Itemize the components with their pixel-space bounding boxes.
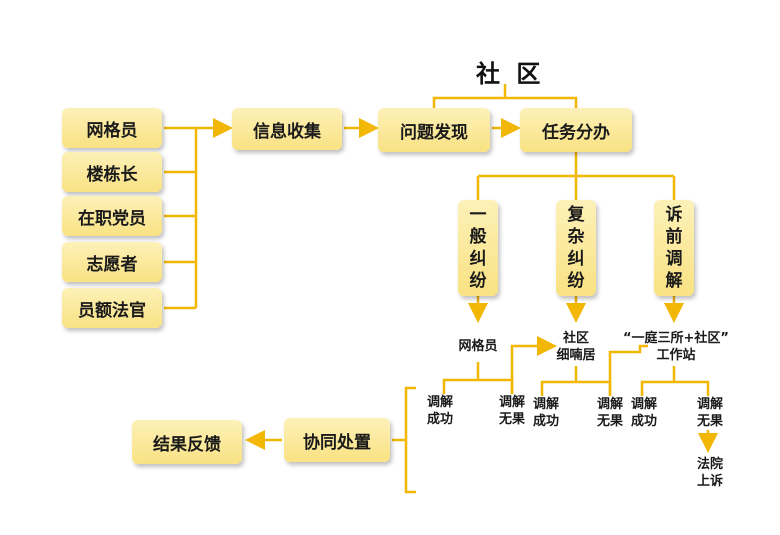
branch-label-char: 一 (469, 205, 487, 225)
handler-community-line2: 细喃居 (556, 348, 596, 363)
branch-label-char: 诉 (665, 205, 683, 225)
task-dispatch-box: 任务分办 (520, 108, 632, 152)
source-party-member: 在职党员 (62, 196, 162, 236)
info-collection-box: 信息收集 (232, 108, 342, 150)
branch-label-char: 调 (665, 249, 683, 269)
handler-workstation-line2: 工作站 (656, 348, 696, 363)
outcome-success-1: 调解成功 (426, 395, 453, 427)
branch-label-char: 纠 (469, 249, 487, 269)
outcome-fail-1: 调解无果 (498, 395, 525, 427)
outcome-fail-2: 调解无果 (596, 397, 623, 429)
coordinated-handling-box: 协同处置 (284, 418, 390, 462)
outcome-success-2: 调解成功 (532, 397, 559, 429)
source-judge: 员额法官 (62, 288, 162, 328)
outcome-court-appeal: 法院上诉 (696, 457, 723, 489)
branch-general-dispute: 一般纠纷 (458, 200, 498, 296)
handler-workstation-line1: “一庭三所+社区” (623, 331, 729, 346)
problem-discovery-box: 问题发现 (378, 108, 490, 152)
outcome-success-3: 调解成功 (630, 397, 657, 429)
branch-label-char: 般 (469, 227, 487, 247)
branch-complex-dispute: 复杂纠纷 (556, 200, 596, 296)
branch-label-char: 解 (665, 271, 683, 291)
handler-community-line1: 社区 (562, 331, 589, 346)
handler-workstation: “一庭三所+社区” 工作站 (612, 330, 740, 364)
handler-grid-member: 网格员 (458, 339, 498, 354)
source-volunteer: 志愿者 (62, 242, 162, 282)
source-building-head: 楼栋长 (62, 152, 162, 192)
branch-label-char: 纷 (469, 271, 487, 291)
handler-community: 社区 细喃居 (546, 330, 606, 364)
outcome-fail-3: 调解无果 (696, 397, 723, 429)
branch-label-char: 杂 (567, 227, 585, 247)
branch-label-char: 前 (665, 227, 683, 247)
branch-label-char: 纠 (567, 249, 585, 269)
branch-pre-litigation: 诉前调解 (654, 200, 694, 296)
community-title: 社 区 (476, 60, 545, 88)
branch-label-char: 纷 (567, 271, 585, 291)
branch-label-char: 复 (567, 205, 585, 225)
result-feedback-box: 结果反馈 (132, 420, 242, 464)
source-grid-member: 网格员 (62, 108, 162, 148)
